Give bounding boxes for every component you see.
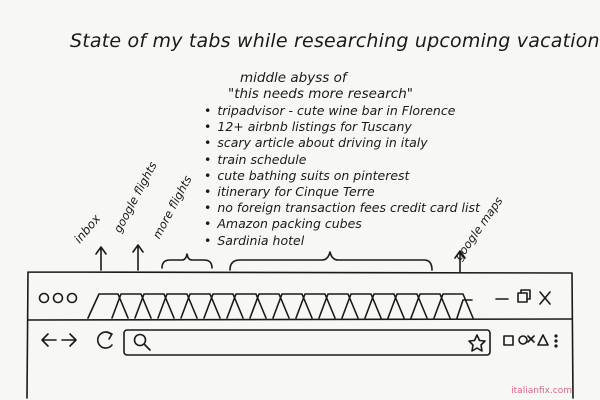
google-flights-arrow <box>132 244 144 271</box>
window-dot-icon[interactable] <box>38 292 50 304</box>
research-tabs-brace <box>229 251 433 271</box>
research-list: tripadvisor - cute wine bar in Florence … <box>204 103 504 249</box>
search-icon <box>133 333 151 351</box>
restore-icon[interactable] <box>517 289 531 303</box>
alert-icon[interactable] <box>537 334 549 346</box>
window-dot-icon[interactable] <box>52 292 64 304</box>
more-flights-brace <box>161 253 213 269</box>
tab-strip[interactable] <box>87 293 474 319</box>
close-icon[interactable] <box>539 291 551 305</box>
address-bar[interactable] <box>123 329 491 356</box>
tab-strip-divider <box>27 318 573 321</box>
list-item: tripadvisor - cute wine bar in Florence <box>204 103 504 119</box>
list-item: Sardinia hotel <box>204 233 504 249</box>
back-icon[interactable] <box>41 333 57 347</box>
list-item: scary article about driving in italy <box>204 135 504 151</box>
list-item: itinerary for Cinque Terre <box>204 184 504 200</box>
window-dot-icon[interactable] <box>66 292 78 304</box>
list-item: cute bathing suits on pinterest <box>204 168 504 184</box>
extension-icon[interactable] <box>518 335 535 345</box>
list-item: train schedule <box>204 152 504 168</box>
bookmark-icon[interactable] <box>503 335 514 346</box>
list-item: 12+ airbnb listings for Tuscany <box>204 119 504 135</box>
list-item: no foreign transaction fees credit card … <box>204 200 504 216</box>
abyss-heading: middle abyss of "this needs more researc… <box>228 70 488 102</box>
inbox-arrow <box>95 246 107 271</box>
google-maps-arrow <box>454 250 466 273</box>
abyss-heading-line2: "this needs more research" <box>228 86 413 102</box>
more-menu-icon[interactable] <box>554 334 558 348</box>
watermark: italianfix.com <box>511 386 572 396</box>
list-item: Amazon packing cubes <box>204 216 504 232</box>
reload-icon[interactable] <box>96 331 113 349</box>
browser-window-frame <box>26 271 574 399</box>
forward-icon[interactable] <box>61 333 77 347</box>
abyss-heading-line1: middle abyss of <box>240 70 347 86</box>
star-icon[interactable] <box>468 334 486 352</box>
page-title: State of my tabs while researching upcom… <box>70 30 600 52</box>
